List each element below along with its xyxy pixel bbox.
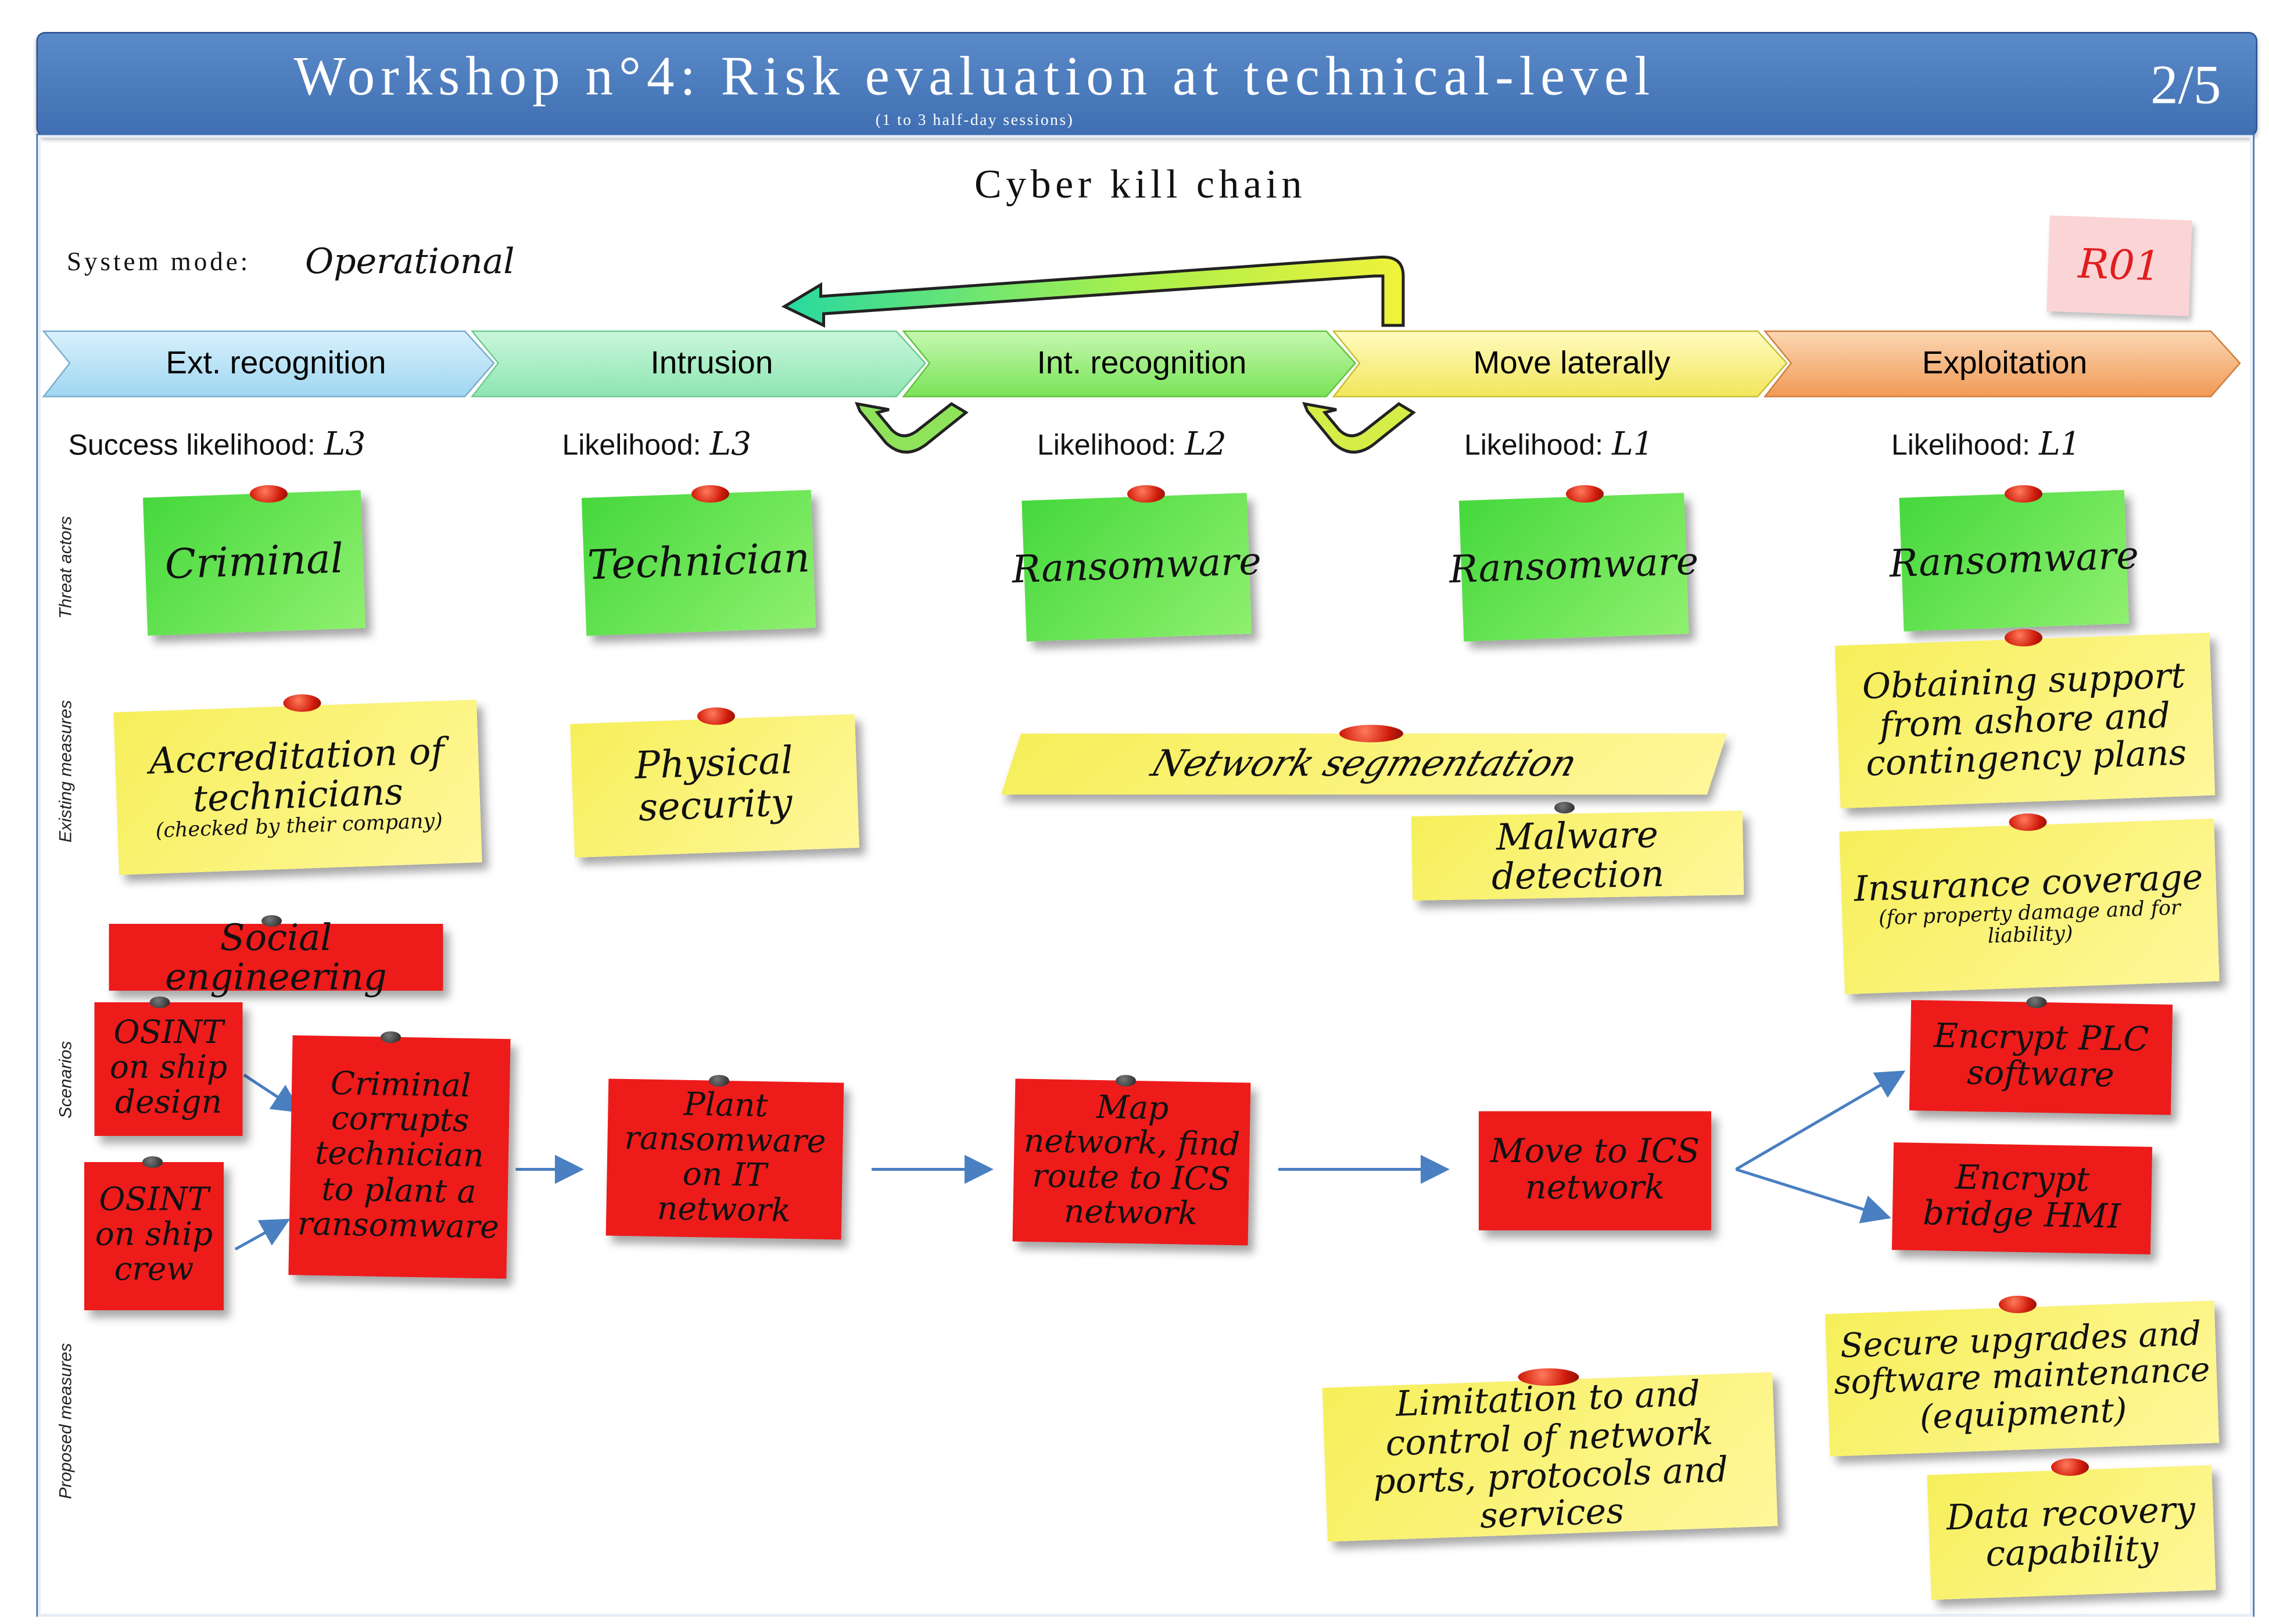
existing-measure-accreditation: Accreditation of technicians (checked by…	[113, 700, 482, 875]
likelihood-label: Success likelihood:	[68, 430, 316, 462]
likelihood-value: L2	[1185, 427, 1227, 464]
likelihood-value: L3	[324, 427, 366, 464]
page-number: 2/5	[2150, 55, 2221, 116]
row-label-existing-measures: Existing measures	[55, 700, 76, 843]
likelihood-label: Likelihood:	[562, 430, 701, 462]
stage-chevron-3	[902, 330, 1357, 397]
stage-label-5: Exploitation	[1922, 344, 2088, 381]
flow-arrow-hmi	[1735, 1168, 1891, 1224]
loop-arrow-1	[855, 401, 969, 454]
diagram-title: Cyber kill chain	[974, 163, 1307, 208]
scenario-map-network: Map network, find route to ICS network	[1012, 1078, 1251, 1246]
likelihood-4: Likelihood:L1	[1464, 427, 1654, 464]
existing-measure-support: Obtaining support from ashore and contin…	[1834, 632, 2216, 809]
pushpin-icon	[142, 1156, 163, 1168]
threat-actor-note: Technician	[581, 490, 816, 636]
scenario-criminal-corrupts: Criminal corrupts technician to plant a …	[288, 1035, 511, 1279]
flow-arrow-osint-design	[243, 1073, 302, 1113]
proposed-measure-upgrades: Secure upgrades and software maintenance…	[1824, 1300, 2220, 1457]
stage-chevron-2	[470, 330, 927, 397]
pushpin-icon	[1999, 1296, 2037, 1313]
header-banner: Workshop n°4: Risk evaluation at technic…	[36, 32, 2257, 137]
likelihood-label: Likelihood:	[1891, 430, 2031, 462]
row-label-proposed-measures: Proposed measures	[55, 1343, 76, 1499]
flow-arrow-osint-crew	[234, 1218, 291, 1251]
threat-actor-note: Ransomware	[1012, 493, 1262, 642]
scenario-encrypt-plc: Encrypt PLC software	[1909, 1000, 2173, 1115]
existing-measure-insurance: Insurance coverage (for property damage …	[1839, 818, 2220, 995]
likelihood-label: Likelihood:	[1037, 430, 1177, 462]
pushpin-icon	[261, 915, 282, 927]
page-title: Workshop n°4: Risk evaluation at technic…	[293, 46, 1656, 107]
pushpin-icon	[1554, 802, 1575, 813]
pushpin-icon	[149, 996, 170, 1008]
stage-label-3: Int. recognition	[1037, 344, 1247, 381]
proposed-measure-recovery: Data recovery capability	[1927, 1465, 2216, 1600]
pushpin-icon	[1566, 485, 1604, 503]
pushpin-icon	[1127, 485, 1165, 503]
stage-label-1: Ext. recognition	[166, 344, 386, 381]
system-mode-value: Operational	[305, 241, 515, 282]
likelihood-value: L1	[1612, 427, 1654, 464]
note-text: Accreditation of technicians	[148, 729, 445, 821]
stage-chevron-4	[1332, 330, 1788, 397]
pushpin-icon	[709, 1075, 729, 1087]
likelihood-2: Likelihood:L3	[562, 427, 752, 464]
feedback-arrow	[781, 255, 1405, 328]
scenario-social-engineering: Social engineering	[109, 917, 443, 997]
existing-measure-segmentation: Network segmentation	[1001, 733, 1727, 795]
page-subtitle: (1 to 3 half-day sessions)	[875, 112, 1074, 130]
likelihood-value: L1	[2039, 427, 2081, 464]
pushpin-icon	[2005, 629, 2042, 647]
row-label-scenarios: Scenarios	[55, 1041, 76, 1118]
pushpin-icon	[1339, 725, 1403, 743]
existing-measure-physical: Physical security	[570, 714, 859, 858]
scenario-plant-ransomware: Plant ransomware on IT network	[605, 1078, 844, 1240]
likelihood-3: Likelihood:L2	[1037, 427, 1227, 464]
pushpin-icon	[283, 694, 321, 712]
likelihood-1: Success likelihood:L3	[69, 427, 366, 464]
stage-chevron-5	[1763, 330, 2241, 397]
threat-actor-note: Ransomware	[1889, 490, 2139, 632]
pushpin-icon	[250, 485, 288, 503]
pushpin-icon	[697, 707, 735, 725]
pushpin-icon	[691, 485, 729, 503]
loop-arrow-2	[1302, 401, 1416, 454]
scenario-move-ics: Move to ICS network	[1479, 1111, 1711, 1231]
pushpin-icon	[381, 1031, 401, 1043]
flow-arrow-plc	[1735, 1070, 1906, 1171]
pushpin-icon	[2009, 813, 2047, 831]
row-label-threat-actors: Threat actors	[55, 516, 76, 619]
pushpin-icon	[2051, 1458, 2089, 1476]
stage-label-4: Move laterally	[1473, 344, 1671, 381]
proposed-measure-ports: Limitation to and control of network por…	[1322, 1372, 1778, 1542]
stage-label-2: Intrusion	[650, 344, 773, 381]
threat-actor-note: Criminal	[142, 490, 366, 636]
scenario-osint-design: OSINT on ship design	[94, 1002, 243, 1136]
pushpin-icon	[1518, 1368, 1579, 1386]
stage-chevron-1	[42, 330, 495, 397]
scenario-osint-crew: OSINT on ship crew	[84, 1162, 224, 1310]
pushpin-icon	[2026, 996, 2047, 1008]
content-frame	[36, 134, 2254, 1617]
system-mode-label: System mode:	[67, 247, 251, 276]
likelihood-value: L3	[709, 427, 752, 464]
threat-actor-note: Ransomware	[1449, 493, 1699, 642]
pushpin-icon	[2005, 485, 2042, 503]
likelihood-5: Likelihood:L1	[1891, 427, 2081, 464]
existing-measure-malware: Malware detection	[1411, 811, 1744, 901]
pushpin-icon	[1116, 1075, 1136, 1087]
scenario-encrypt-hmi: Encrypt bridge HMI	[1891, 1142, 2153, 1254]
likelihood-label: Likelihood:	[1464, 430, 1604, 462]
